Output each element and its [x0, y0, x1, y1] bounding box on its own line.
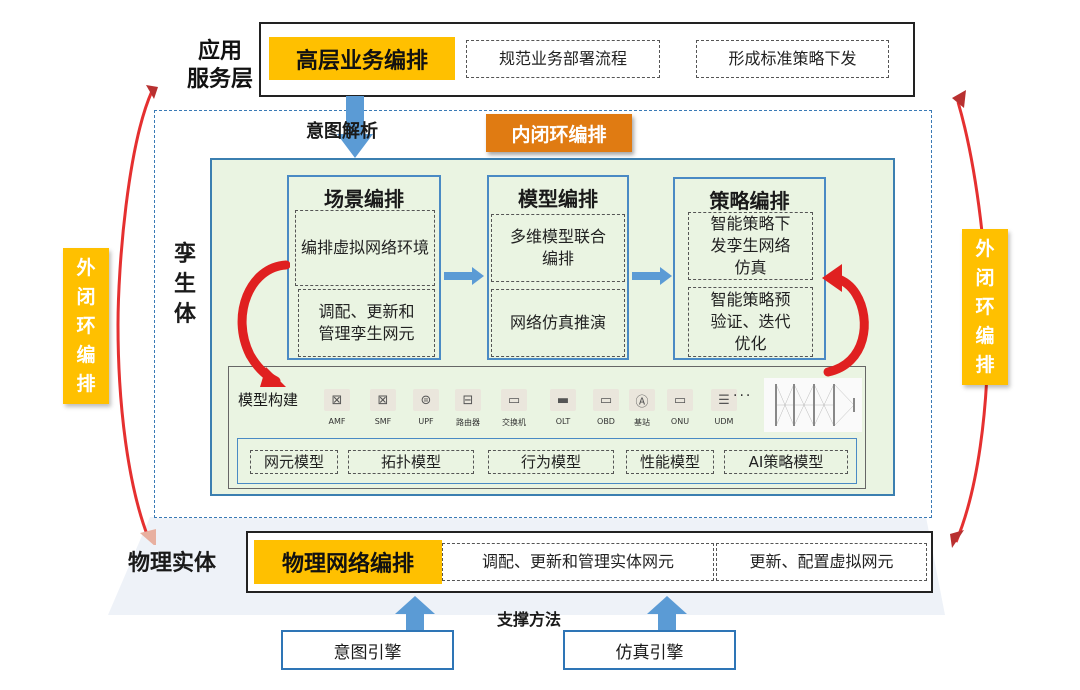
stage-item[interactable]: 智能策略预 验证、迭代 优化	[688, 287, 813, 357]
support-arrow-icon	[395, 596, 435, 634]
phys-item-manage-entity-elements[interactable]: 调配、更新和管理实体网元	[442, 543, 714, 581]
stage-title: 策略编排	[709, 189, 790, 213]
outer-loop-char: 环	[975, 296, 995, 318]
device-udm[interactable]: ☰ UDM	[704, 389, 744, 426]
device-smf[interactable]: ⊠ SMF	[363, 389, 403, 426]
application-layer-box: 高层业务编排 规范业务部署流程 形成标准策略下发	[259, 22, 915, 97]
device-base-station[interactable]: Ⓐ 基站	[622, 389, 662, 428]
twin-label: 孪 生 体	[172, 240, 198, 330]
device-switch[interactable]: ▭ 交换机	[494, 389, 534, 428]
device-label: 路由器	[456, 418, 480, 427]
model-type-ai-policy[interactable]: AI策略模型	[724, 450, 848, 474]
device-label: AMF	[328, 417, 346, 426]
model-build-label: 模型构建	[238, 391, 299, 409]
device-label: OBD	[597, 417, 615, 426]
intent-parse-arrow-icon	[337, 96, 373, 158]
upf-icon: ⊜	[413, 389, 439, 411]
app-item-standardize-deployment[interactable]: 规范业务部署流程	[466, 40, 660, 78]
app-item-standard-policy-delivery[interactable]: 形成标准策略下发	[696, 40, 889, 78]
stage-model-orchestration[interactable]: 模型编排 多维模型联合 编排 网络仿真推演	[487, 175, 629, 360]
inner-loop-orchestration-tag[interactable]: 内闭环编排	[486, 114, 632, 152]
outer-loop-char: 编	[975, 325, 995, 347]
support-methods-label: 支撑方法	[497, 610, 562, 629]
stage-item[interactable]: 智能策略下 发孪生网络 仿真	[688, 212, 813, 280]
phys-item-configure-virtual-elements[interactable]: 更新、配置虚拟网元	[716, 543, 927, 581]
physical-layer-box: 物理网络编排 调配、更新和管理实体网元 更新、配置虚拟网元	[246, 531, 933, 593]
outer-loop-char: 外	[76, 257, 96, 279]
intent-engine-box[interactable]: 意图引擎	[281, 630, 454, 670]
device-label: 交换机	[502, 418, 526, 427]
twin-label-char: 生	[173, 272, 196, 297]
intent-parse-label: 意图解析	[306, 121, 378, 142]
inner-loop-right-arrow-icon	[822, 264, 869, 377]
stage-item[interactable]: 网络仿真推演	[491, 289, 625, 357]
device-label: UDM	[714, 417, 734, 426]
stage-title: 场景编排	[324, 187, 404, 211]
application-layer-label: 应用 服务层	[180, 38, 260, 94]
model-types-panel: 网元模型 拓扑模型 行为模型 性能模型 AI策略模型	[237, 438, 857, 484]
device-amf[interactable]: ⊠ AMF	[317, 389, 357, 426]
amf-icon: ⊠	[324, 389, 350, 411]
stage-item[interactable]: 编排虚拟网络环境	[295, 210, 435, 286]
stage-item[interactable]: 多维模型联合 编排	[491, 214, 625, 282]
flow-arrow-icon	[444, 267, 484, 285]
device-label: UPF	[418, 417, 434, 426]
outer-loop-char: 排	[975, 354, 995, 376]
physical-entity-label: 物理实体	[128, 551, 217, 576]
device-obd[interactable]: ▭ OBD	[586, 389, 626, 426]
model-type-performance[interactable]: 性能模型	[626, 450, 714, 474]
outer-loop-char: 闭	[975, 267, 995, 289]
model-build-panel	[228, 366, 866, 489]
device-upf[interactable]: ⊜ UPF	[406, 389, 446, 426]
udm-icon: ☰	[711, 389, 737, 411]
model-type-network-element[interactable]: 网元模型	[250, 450, 338, 474]
outer-loop-tag-left[interactable]: 外 闭 环 编 排	[63, 248, 109, 404]
device-label: ONU	[670, 417, 690, 426]
more-devices-ellipsis: ···	[733, 388, 753, 404]
application-layer-label-line1: 应用	[197, 39, 242, 64]
twin-label-char: 体	[173, 302, 196, 327]
device-onu[interactable]: ▭ ONU	[660, 389, 700, 426]
olt-icon: ▬	[550, 389, 576, 411]
stage-policy-orchestration[interactable]: 策略编排 智能策略下 发孪生网络 仿真 智能策略预 验证、迭代 优化	[673, 177, 826, 360]
stage-item[interactable]: 调配、更新和 管理孪生网元	[298, 289, 435, 357]
outer-loop-char: 编	[76, 344, 96, 366]
stage-scene-orchestration[interactable]: 场景编排 编排虚拟网络环境 调配、更新和 管理孪生网元	[287, 175, 441, 360]
outer-loop-char: 外	[975, 238, 995, 260]
model-type-topology[interactable]: 拓扑模型	[348, 450, 474, 474]
model-type-behavior[interactable]: 行为模型	[488, 450, 614, 474]
switch-icon: ▭	[501, 389, 527, 411]
outer-loop-left-arc-icon	[116, 85, 158, 545]
onu-icon: ▭	[667, 389, 693, 411]
base-station-icon: Ⓐ	[629, 389, 655, 411]
device-olt[interactable]: ▬ OLT	[543, 389, 583, 426]
support-arrow-icon	[647, 596, 687, 634]
high-level-orchestration-tag[interactable]: 高层业务编排	[269, 37, 455, 80]
outer-loop-tag-right[interactable]: 外 闭 环 编 排	[962, 229, 1008, 385]
smf-icon: ⊠	[370, 389, 396, 411]
simulation-engine-box[interactable]: 仿真引擎	[563, 630, 736, 670]
inner-loop-left-arrow-icon	[237, 260, 290, 387]
flow-arrow-icon	[632, 267, 672, 285]
router-icon: ⊟	[455, 389, 481, 411]
obd-icon: ▭	[593, 389, 619, 411]
stage-title: 模型编排	[518, 187, 598, 211]
outer-loop-char: 闭	[76, 286, 96, 308]
outer-loop-char: 环	[76, 315, 96, 337]
device-label: SMF	[374, 417, 392, 426]
device-label: 基站	[634, 418, 650, 427]
outer-loop-char: 排	[76, 373, 96, 395]
device-router[interactable]: ⊟ 路由器	[448, 389, 488, 428]
device-label: OLT	[555, 417, 571, 426]
physical-network-orchestration-tag[interactable]: 物理网络编排	[254, 540, 442, 584]
application-layer-label-line2: 服务层	[186, 67, 253, 92]
twin-label-char: 孪	[173, 242, 196, 267]
neural-network-image	[764, 378, 862, 432]
